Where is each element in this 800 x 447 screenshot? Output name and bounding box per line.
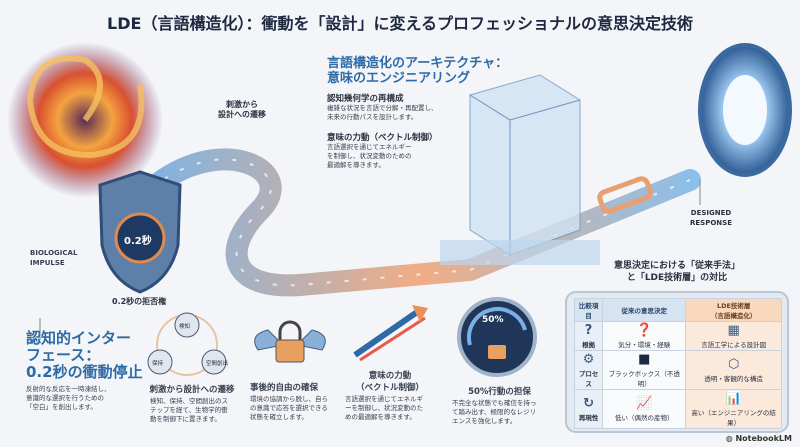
cycle-diagram bbox=[147, 312, 227, 376]
gauge-icon bbox=[457, 297, 537, 377]
table-row: ?根拠❓気分・環境・経験▦言語工学による設計図 bbox=[573, 321, 782, 351]
force-block: 意味の力動（ベクトル制御）言語選択を通じてエネルギーを制御し、状況変動のための最… bbox=[345, 371, 424, 421]
architecture-heading: 言語構造化のアーキテクチャ：意味のエンジニアリング bbox=[327, 56, 509, 86]
transparent-cube-icon: ⬡ bbox=[728, 357, 740, 372]
comparison-title: 意思決定における「従来手法」と「LDE技術層」の対比 bbox=[613, 261, 740, 283]
cycle-icon: ↻ bbox=[583, 396, 595, 411]
question-icon: ? bbox=[584, 323, 593, 338]
fog-question-icon: ❓ bbox=[636, 323, 653, 338]
transition-label: 刺激から設計への遷移 bbox=[218, 100, 266, 119]
winged-lock-icon bbox=[254, 320, 326, 363]
blueprint-icon: ▦ bbox=[727, 323, 740, 338]
cycle-node-detect: 検知 bbox=[179, 324, 191, 330]
gear-icon: ⚙ bbox=[582, 352, 595, 367]
gauge-value: 50% bbox=[482, 315, 504, 325]
header-item: 比較項目 bbox=[573, 298, 604, 322]
table-row: ⚙プロセス■ブラックボックス（不透明）⬡透明・客観的な構造 bbox=[573, 350, 782, 390]
table-row: ↻再現性📈低い（偶然の産物）📊高い（エンジニアリングの結果） bbox=[573, 389, 782, 429]
growth-chart-icon: 📊 bbox=[725, 391, 742, 406]
erratic-chart-icon: 📈 bbox=[636, 396, 653, 411]
glass-cube-icon bbox=[440, 74, 600, 265]
portal-icon bbox=[698, 43, 792, 177]
page-title: LDE（言語構造化）：衝動を「設計」に変えるプロフェッショナルの意思決定技術 bbox=[107, 14, 693, 33]
freedom-block: 事後的自由の確保環境の協調から脱し、自らの意識で応答を選択できる状態を確立します… bbox=[250, 383, 328, 421]
header-lde: LDE技術層（言語構造化） bbox=[685, 298, 782, 322]
header-conventional: 従来の意思決定 bbox=[602, 298, 687, 322]
interface-heading: 認知的インターフェース：0.2秒の衝動停止 bbox=[26, 329, 143, 381]
architecture-item-force: 意味の力動（ベクトル制御）言語選択を通じてエネルギーを制御し、状況変動のための最… bbox=[327, 133, 438, 169]
cycle-node-hold: 保持 bbox=[152, 361, 164, 367]
shield-icon bbox=[98, 170, 182, 294]
cycle-block: 刺激から設計への遷移検知、保持、空間創出のステップを経て、生物学的衝動を制御下に… bbox=[149, 385, 235, 423]
vector-arrow-icon bbox=[353, 305, 428, 362]
orange-band bbox=[597, 176, 653, 214]
timer-label: 0.2秒 bbox=[124, 236, 152, 247]
black-box-icon: ■ bbox=[638, 352, 651, 367]
gauge-block: 50%行動の担保不完全な状態でも確信を持って踏み出す、極限的なレジリエンスを強化… bbox=[452, 387, 537, 425]
notebooklm-brand: ◍ NotebookLM bbox=[725, 434, 792, 443]
transition-ribbon bbox=[139, 148, 701, 297]
cycle-node-space: 空間創出 bbox=[206, 361, 229, 367]
notebooklm-logo-icon: ◍ bbox=[725, 434, 736, 443]
architecture-item-geometry: 認知幾何学の再構成複雑な状況を言語で分解・再配置し、未来の行動パスを設計します。 bbox=[327, 94, 438, 121]
interface-desc: 反射的な反応を一時凍結し、意識的な選択を行うための「空白」を創出します。 bbox=[26, 385, 111, 411]
veto-label: 0.2秒の拒否権 bbox=[112, 297, 167, 306]
impulse-swirl-icon bbox=[7, 42, 163, 198]
